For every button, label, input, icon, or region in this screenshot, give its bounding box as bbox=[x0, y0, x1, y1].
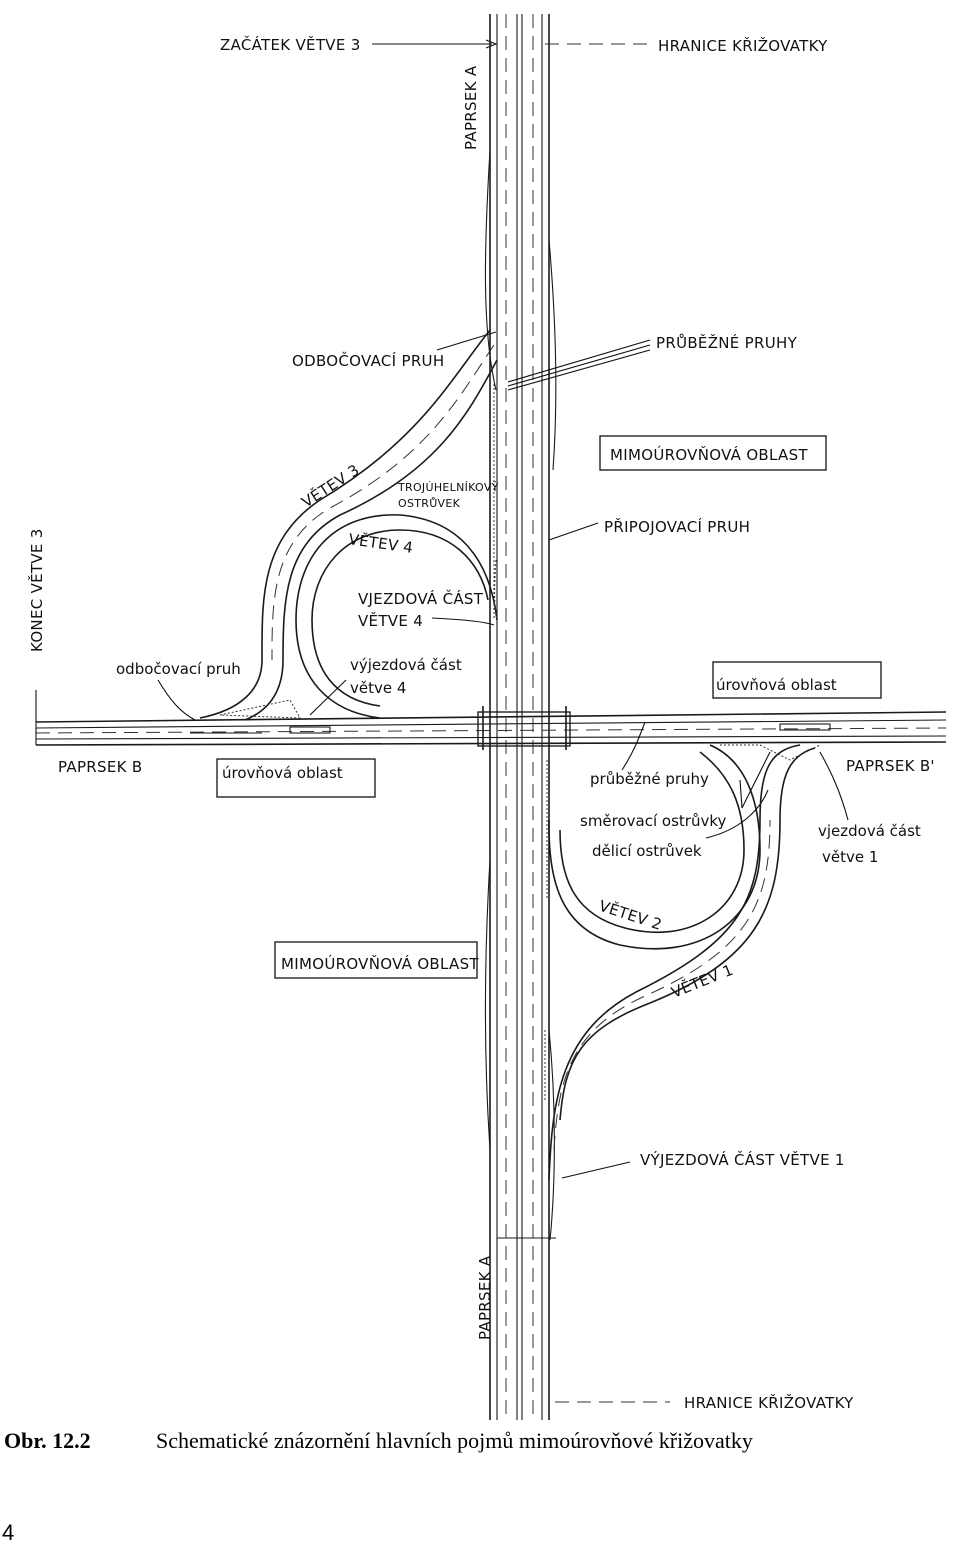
label-prubezne-pruhy-upper: PRŮBĚŽNÉ PRUHY bbox=[656, 333, 798, 352]
label-paprsek-a-top: PAPRSEK A bbox=[462, 65, 480, 150]
label-urovnova-right: úrovňová oblast bbox=[716, 676, 837, 694]
label-hranice-top: HRANICE KŘIŽOVATKY bbox=[658, 36, 828, 55]
label-vjezdova-4-line1: VJEZDOVÁ ČÁST bbox=[358, 589, 484, 608]
label-prubezne-pruhy-lower: průběžné pruhy bbox=[590, 770, 709, 788]
label-paprsek-b: PAPRSEK B bbox=[58, 758, 142, 776]
label-konec-vetve-3: KONEC VĚTVE 3 bbox=[27, 528, 46, 652]
label-hranice-bottom: HRANICE KŘIŽOVATKY bbox=[684, 1393, 854, 1412]
boundary-lines bbox=[35, 39, 670, 1403]
area-label-boxes bbox=[216, 435, 882, 979]
label-vjezdova-4-line2: VĚTVE 4 bbox=[358, 611, 423, 630]
ramp-vetev-2 bbox=[546, 744, 761, 950]
label-vjezdova-1-line1: vjezdová část bbox=[818, 822, 921, 840]
label-urovnova-left: úrovňová oblast bbox=[222, 764, 343, 782]
figure-number: Obr. 12.2 bbox=[4, 1428, 91, 1453]
label-paprsek-b-prime: PAPRSEK B' bbox=[846, 757, 935, 775]
label-zacatek-vetve-3: ZAČÁTEK VĚTVE 3 bbox=[220, 35, 361, 54]
label-mimourovnova-lower: MIMOÚROVŇOVÁ OBLAST bbox=[281, 954, 479, 973]
label-vetev-4: VĚTEV 4 bbox=[347, 529, 414, 557]
ramp-vetev-4 bbox=[295, 380, 498, 719]
figure-caption: Schematické znázornění hlavních pojmů mi… bbox=[156, 1428, 753, 1453]
label-mimourovnova-upper: MIMOÚROVŇOVÁ OBLAST bbox=[610, 445, 808, 464]
page-number: 4 bbox=[2, 1520, 15, 1545]
ramp-vetev-1 bbox=[548, 744, 816, 1181]
cross-road-b bbox=[35, 706, 947, 750]
leader-lines bbox=[157, 331, 849, 1179]
label-odbocovaci-pruh-upper: ODBOČOVACÍ PRUH bbox=[292, 351, 444, 370]
label-vetev-2: VĚTEV 2 bbox=[597, 896, 665, 934]
label-vyjezdova-4-line1: výjezdová část bbox=[350, 656, 462, 674]
label-vyjezdova-4-line2: větve 4 bbox=[350, 679, 406, 697]
label-smerovaci-ostruvky: směrovací ostrůvky bbox=[580, 812, 726, 830]
label-trojuhelnikovy: TROJÚHELNÍKOVÝ bbox=[397, 481, 499, 494]
label-pripojovaci-pruh: PŘIPOJOVACÍ PRUH bbox=[604, 517, 750, 536]
interchange-diagram: ZAČÁTEK VĚTVE 3 HRANICE KŘIŽOVATKY PAPRS… bbox=[27, 14, 947, 1420]
label-paprsek-a-bottom: PAPRSEK A bbox=[476, 1255, 494, 1340]
label-vyjezdova-1: VÝJEZDOVÁ ČÁST VĚTVE 1 bbox=[640, 1150, 845, 1169]
label-vjezdova-1-line2: větve 1 bbox=[822, 848, 878, 866]
label-vetev-1: VĚTEV 1 bbox=[668, 960, 735, 1002]
directional-islands bbox=[219, 699, 821, 1100]
label-vetev-3: VĚTEV 3 bbox=[298, 460, 363, 511]
label-odbocovaci-pruh-lower: odbočovací pruh bbox=[116, 660, 241, 678]
label-delici-ostruvek: dělicí ostrůvek bbox=[592, 842, 702, 860]
ramp-vetev-3 bbox=[199, 329, 498, 721]
label-ostruvek-upper: OSTRŮVEK bbox=[398, 497, 461, 510]
